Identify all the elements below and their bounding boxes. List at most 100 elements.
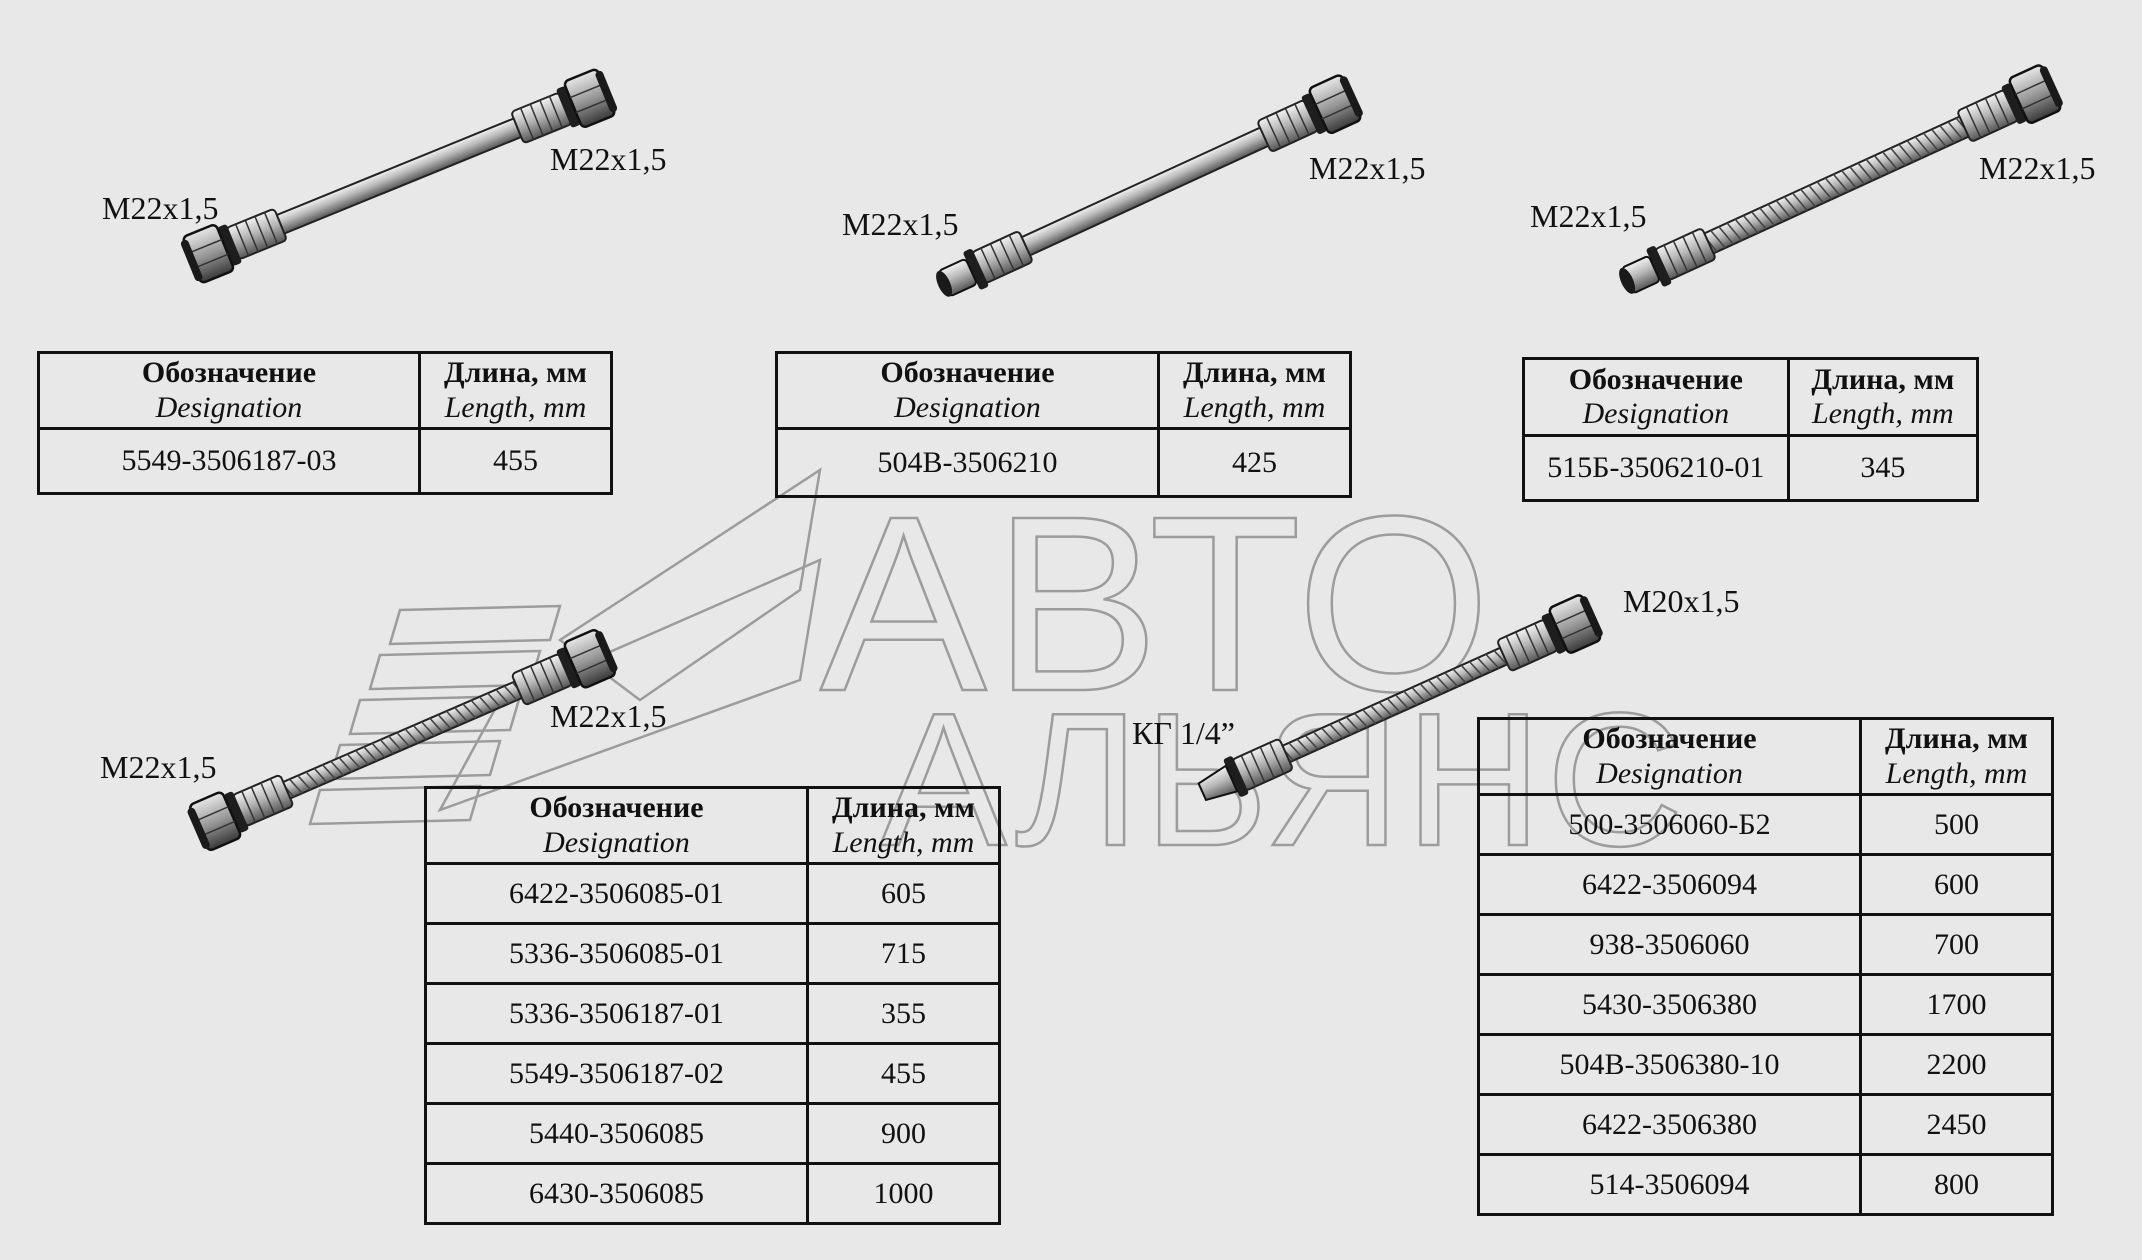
ferrule-rib <box>548 96 564 129</box>
ferrule-rib <box>1691 231 1708 264</box>
hose-assembly-5 <box>1197 594 1603 802</box>
length-cell: 800 <box>1858 1153 2055 1216</box>
ferrule-rib <box>269 778 285 811</box>
ferrule-rib <box>548 657 564 690</box>
hose5-left-thread-label: КГ 1/4” <box>1132 715 1235 751</box>
designation-cell: 6422-3506380 <box>1477 1093 1862 1156</box>
length-cell: 2450 <box>1858 1093 2055 1156</box>
ferrule-rib <box>529 665 545 698</box>
table-row: 6422-3506085-01 605 <box>424 862 1002 925</box>
ferrule-rib <box>529 103 544 136</box>
hose-washer <box>218 224 242 266</box>
ferrule-rib <box>1984 97 2001 130</box>
hose-assembly-1 <box>180 68 618 284</box>
designation-cell: 500-3506060-Б2 <box>1477 793 1862 856</box>
length-cell: 900 <box>805 1102 1002 1165</box>
length-cell: 455 <box>805 1042 1002 1105</box>
ferrule-rib <box>989 243 1006 276</box>
ferrule-rib <box>539 661 555 694</box>
ferrule-rib <box>1663 244 1679 277</box>
hose3-left-thread-label: M22x1,5 <box>1530 198 1647 234</box>
ferrule-rib <box>1275 112 1291 144</box>
ferrule-rib <box>1682 236 1698 268</box>
ferrule-rib <box>260 782 276 815</box>
table-row: 504В-3506380-10 2200 <box>1477 1033 2055 1096</box>
hex-nut-edge <box>188 238 223 254</box>
cone-fitting <box>1197 764 1239 802</box>
ferrule-rib <box>980 247 996 280</box>
ferrule-rib <box>1524 627 1540 660</box>
ferrule-rib <box>244 220 259 253</box>
hose-washer <box>556 86 580 128</box>
hex-nut-edge <box>195 806 229 822</box>
nut-face <box>180 239 203 282</box>
nut-face <box>1339 76 1363 118</box>
plug-face <box>1619 267 1636 294</box>
hose-assembly-2 <box>936 74 1363 297</box>
hose4-left-thread-label: M22x1,5 <box>100 749 217 785</box>
designation-cell: 6422-3506094 <box>1477 853 1862 916</box>
hex-nut-edge <box>1315 88 1349 106</box>
ferrule-rib <box>999 239 1015 271</box>
length-cell: 715 <box>805 922 1002 985</box>
table-row: 938-3506060 700 <box>1477 913 2055 976</box>
hose4-right-thread-label: M22x1,5 <box>550 698 667 734</box>
ferrule-rib <box>1994 93 2010 126</box>
ferrule-rib <box>1284 107 1301 140</box>
ferrule-rib <box>1534 623 1550 655</box>
ferrule-rib <box>1265 116 1282 149</box>
hex-nut-edge <box>569 643 604 660</box>
ferrule-rib <box>263 212 279 245</box>
hose-washer <box>963 249 989 290</box>
ferrule-rib <box>254 216 269 249</box>
ferrule-rib <box>1965 106 1982 139</box>
length-cell: 355 <box>805 982 1002 1045</box>
length-cell: 600 <box>1858 853 2055 916</box>
hose2-left-thread-label: M22x1,5 <box>842 206 959 242</box>
table-row: 5549-3506187-02 455 <box>424 1042 1002 1105</box>
ferrule-rib <box>1240 755 1256 787</box>
table-row: 514-3506094 800 <box>1477 1153 2055 1216</box>
hex-nut-edge <box>2014 78 2049 96</box>
designation-cell: 5549-3506187-02 <box>424 1042 809 1105</box>
length-cell: 1700 <box>1858 973 2055 1036</box>
ferrule-rib <box>234 223 250 256</box>
length-cell: 455 <box>417 427 614 495</box>
nut-face <box>595 70 618 113</box>
designation-cell: 515Б-3506210-01 <box>1522 434 1790 502</box>
ferrule-rib <box>539 99 554 132</box>
length-cell: 2200 <box>1858 1033 2055 1096</box>
table-row: 5336-3506187-01 355 <box>424 982 1002 1045</box>
ferrule-rib <box>1250 750 1266 783</box>
table-row: 504В-3506210 425 <box>775 427 1353 498</box>
designation-cell: 504В-3506380-10 <box>1477 1033 1862 1096</box>
table-row: 6430-3506085 1000 <box>424 1162 1002 1225</box>
hose1-right-thread-label: M22x1,5 <box>550 141 667 177</box>
hose1-left-thread-label: M22x1,5 <box>102 190 219 226</box>
table-row: 500-3506060-Б2 500 <box>1477 793 2055 856</box>
designation-cell: 514-3506094 <box>1477 1153 1862 1216</box>
ferrule-rib <box>1259 746 1275 779</box>
hex-nut-edge <box>575 98 610 114</box>
length-cell: 605 <box>805 862 1002 925</box>
designation-cell: 6422-3506085-01 <box>424 862 809 925</box>
table-row: 5336-3506085-01 715 <box>424 922 1002 985</box>
length-cell: 345 <box>1786 434 1980 502</box>
hose5-right-thread-label: M20x1,5 <box>1623 583 1740 619</box>
ferrule-rib <box>1008 234 1025 267</box>
table-row: 5549-3506187-03 455 <box>37 427 614 495</box>
